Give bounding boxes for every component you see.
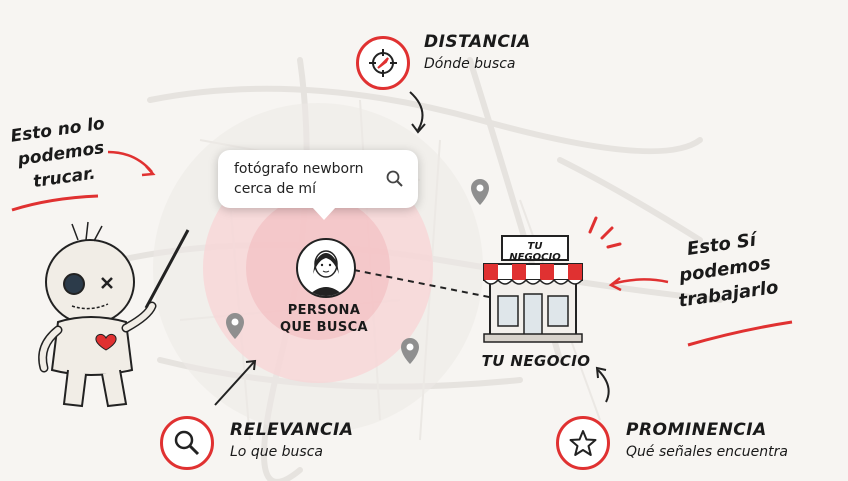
crosshair-icon [369, 49, 397, 77]
map-pin-1 [471, 179, 489, 205]
search-query-text: fotógrafo newborn cerca de mí [234, 161, 364, 197]
distance-dashed-line [353, 269, 495, 299]
voodoo-doll-illustration [38, 221, 190, 408]
search-icon [386, 170, 403, 187]
prominencia-title: PROMINENCIA [626, 420, 767, 440]
distancia-block: DISTANCIA Dónde busca [424, 32, 531, 72]
relevancia-subtitle: Lo que busca [230, 444, 323, 460]
distancia-arrow [409, 91, 424, 131]
awning [483, 263, 583, 285]
prominencia-badge [556, 416, 610, 470]
relevancia-arrow [214, 361, 255, 406]
map-pin-3 [401, 338, 419, 364]
prominencia-subtitle: Qué señales encuentra [626, 444, 788, 460]
distancia-title: DISTANCIA [424, 32, 531, 52]
map-pin-2 [226, 313, 244, 339]
distancia-subtitle: Dónde busca [424, 56, 516, 72]
person-avatar [296, 238, 356, 298]
prominencia-arrow [597, 369, 610, 403]
business-label: TU NEGOCIO [481, 352, 591, 370]
storefront-sign: TU NEGOCIO [509, 241, 561, 263]
relevancia-block: RELEVANCIA Lo que busca [230, 420, 354, 460]
relevancia-badge [160, 416, 214, 470]
relevancia-title: RELEVANCIA [230, 420, 354, 440]
person-face-icon [308, 250, 344, 296]
prominencia-block: PROMINENCIA Qué señales encuentra [626, 420, 788, 460]
person-label: PERSONA QUE BUSCA [279, 303, 369, 335]
storefront-illustration [483, 235, 583, 343]
star-icon [569, 430, 597, 456]
left-note: Esto no lo podemos trucar. [9, 113, 106, 193]
right-note-arrow [611, 278, 669, 286]
search-icon [174, 430, 200, 456]
distancia-badge [356, 36, 410, 90]
search-query-bubble: fotógrafo newborn cerca de mí [218, 150, 418, 220]
